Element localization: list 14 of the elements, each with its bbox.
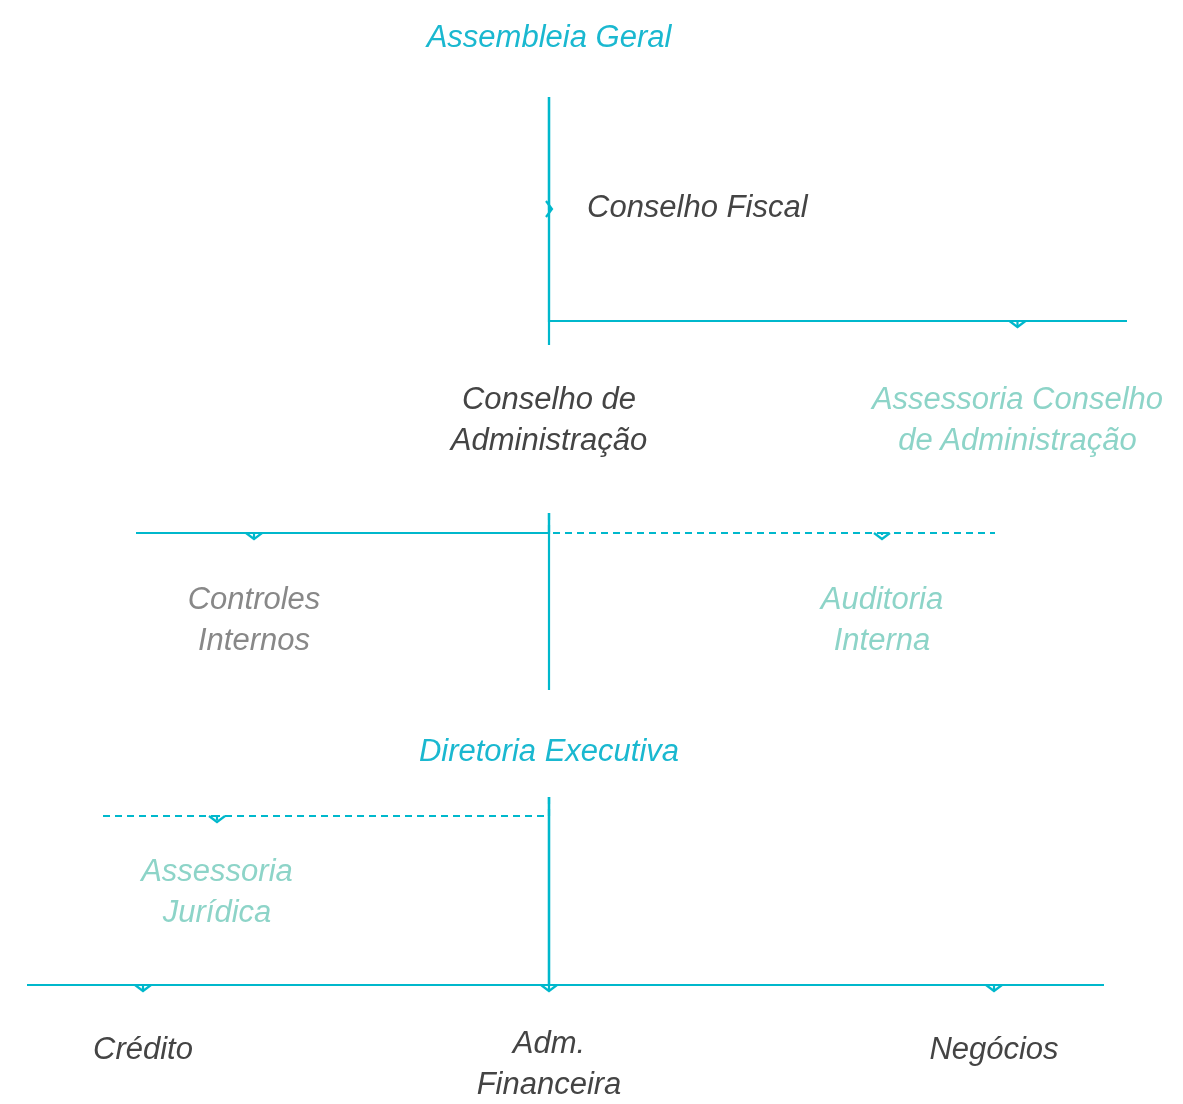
unit-label: Auditoria Interna xyxy=(818,580,945,659)
connector xyxy=(547,797,1004,993)
connector xyxy=(547,513,551,690)
unit-label: Assembleia Geral xyxy=(426,18,672,56)
connector xyxy=(547,97,1027,329)
unit-label: Assessoria Jurídica xyxy=(139,852,294,931)
unit-label: Negócios xyxy=(929,1030,1059,1068)
unit-label: Conselho Fiscal xyxy=(587,188,808,226)
unit-label: Adm. Financeira xyxy=(475,1024,623,1103)
unit-label: Crédito xyxy=(93,1030,193,1068)
unit-label: Assessoria Conselho de Administração xyxy=(869,380,1165,459)
unit-label: Diretoria Executiva xyxy=(418,732,680,770)
unit-label: Conselho de Administração xyxy=(448,380,649,459)
unit-label: Controles Internos xyxy=(186,580,322,659)
